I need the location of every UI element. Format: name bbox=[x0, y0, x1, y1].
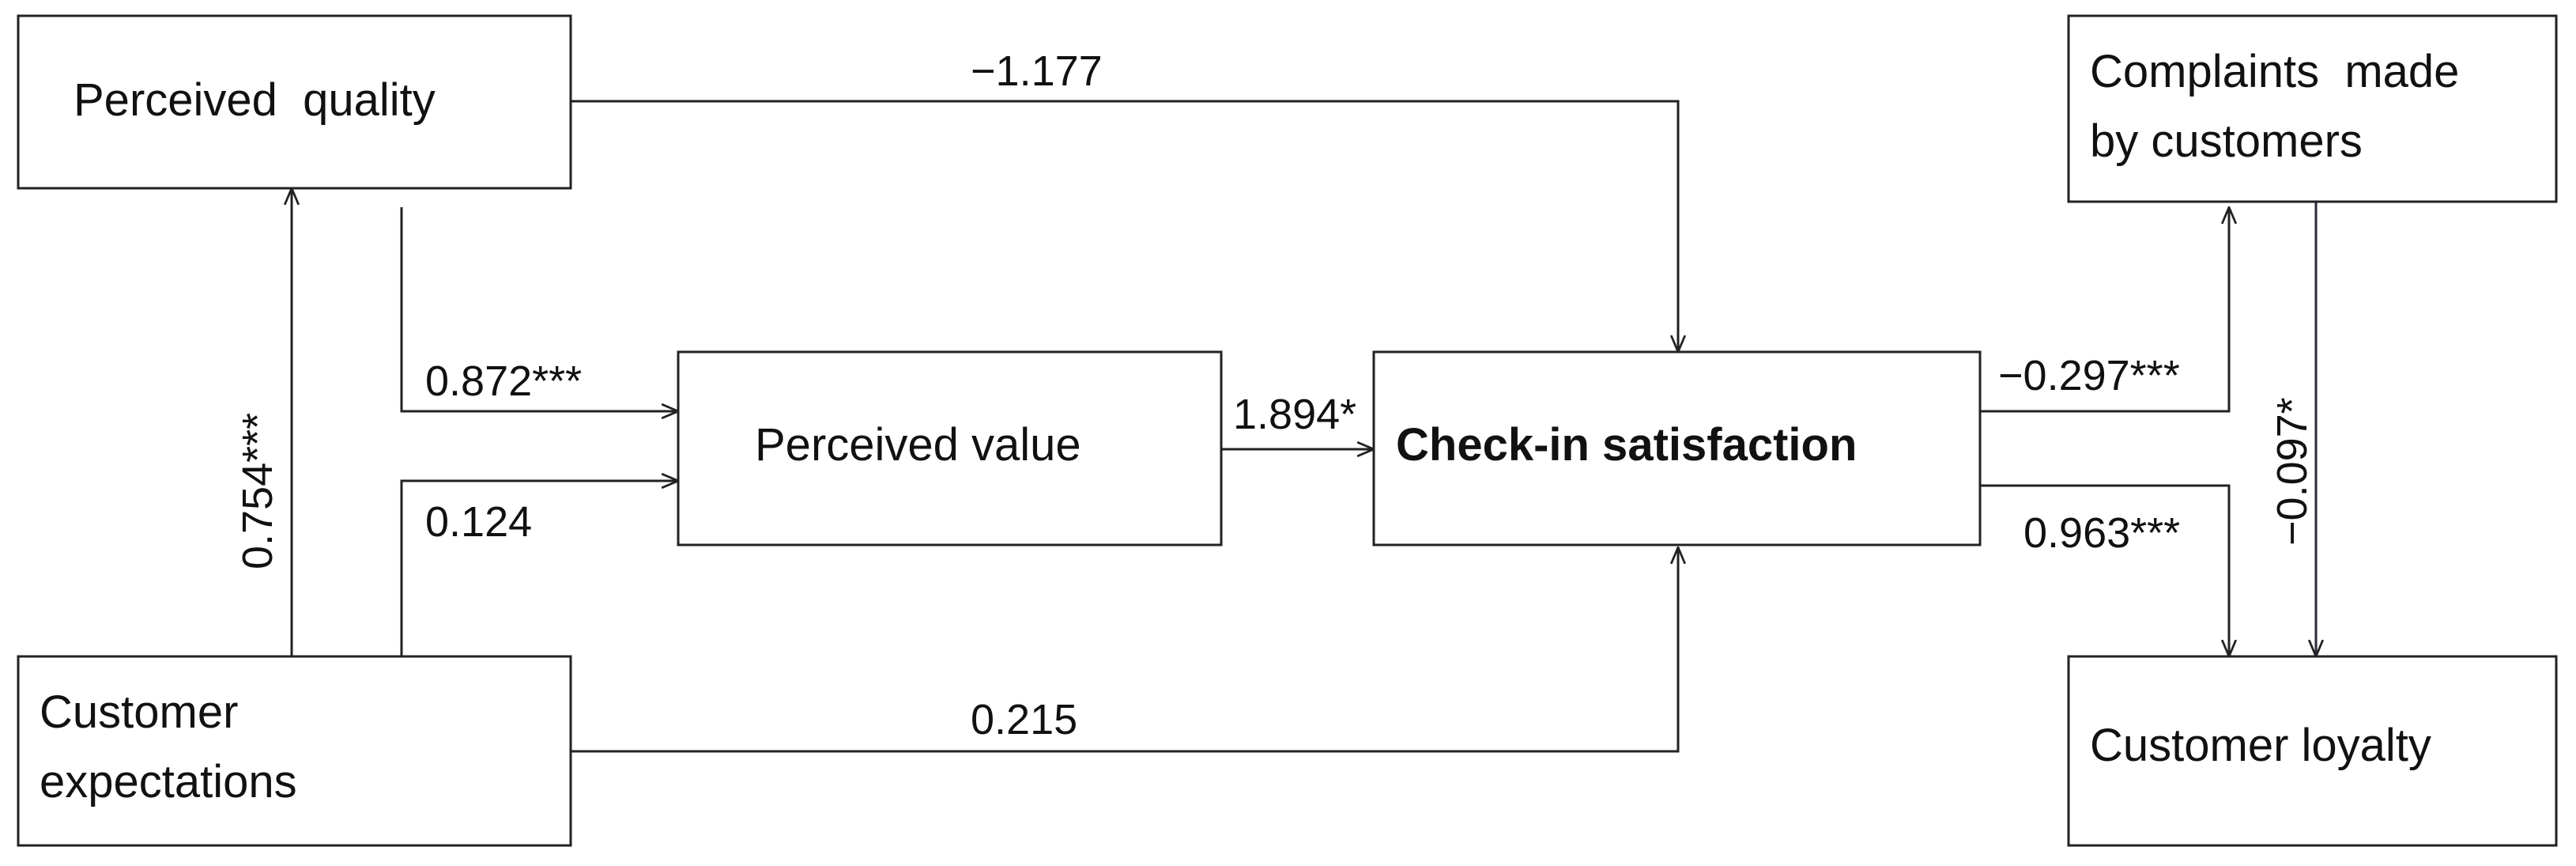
coef-expectations-to-quality: 0.754*** bbox=[234, 413, 281, 569]
node-label-customer-expectations-line2: expectations bbox=[40, 756, 297, 807]
node-label-customer-expectations-line1: Customer bbox=[40, 686, 238, 738]
node-label-perceived-quality: Perceived quality bbox=[74, 74, 436, 126]
node-box-complaints bbox=[2067, 14, 2558, 203]
edge-satisfaction-to-complaints bbox=[1980, 207, 2229, 413]
node-label-complaints-line1: Complaints made bbox=[2090, 46, 2459, 97]
coef-satisfaction-to-loyalty: 0.963*** bbox=[2023, 509, 2180, 557]
coef-complaints-to-loyalty: −0.097* bbox=[2269, 397, 2316, 546]
node-label-complaints-line2: by customers bbox=[2090, 115, 2363, 167]
edge-expectations-to-value bbox=[400, 481, 678, 656]
edge-expectations-to-satisfaction bbox=[571, 547, 1678, 753]
coef-expectations-to-satisfaction: 0.215 bbox=[971, 696, 1077, 743]
node-box-perceived-quality bbox=[17, 14, 572, 190]
node-box-customer-loyalty bbox=[2067, 655, 2558, 847]
node-label-check-in-satisfaction: Check-in satisfaction bbox=[1396, 419, 1857, 471]
edge-quality-to-satisfaction bbox=[571, 100, 1678, 352]
node-box-perceived-value bbox=[677, 350, 1223, 546]
node-label-customer-loyalty: Customer loyalty bbox=[2090, 720, 2431, 771]
node-label-perceived-value: Perceived value bbox=[755, 419, 1081, 471]
coef-quality-to-satisfaction: −1.177 bbox=[971, 47, 1103, 95]
coef-value-to-satisfaction: 1.894* bbox=[1233, 391, 1356, 438]
edge-quality-to-value bbox=[400, 207, 678, 411]
edge-satisfaction-to-loyalty bbox=[1980, 484, 2229, 656]
coef-expectations-to-value: 0.124 bbox=[425, 498, 532, 546]
coef-quality-to-value: 0.872*** bbox=[425, 357, 582, 405]
coef-satisfaction-to-complaints: −0.297*** bbox=[1998, 352, 2180, 399]
node-box-check-in-satisfaction bbox=[1372, 350, 1982, 546]
node-box-customer-expectations bbox=[17, 655, 572, 847]
